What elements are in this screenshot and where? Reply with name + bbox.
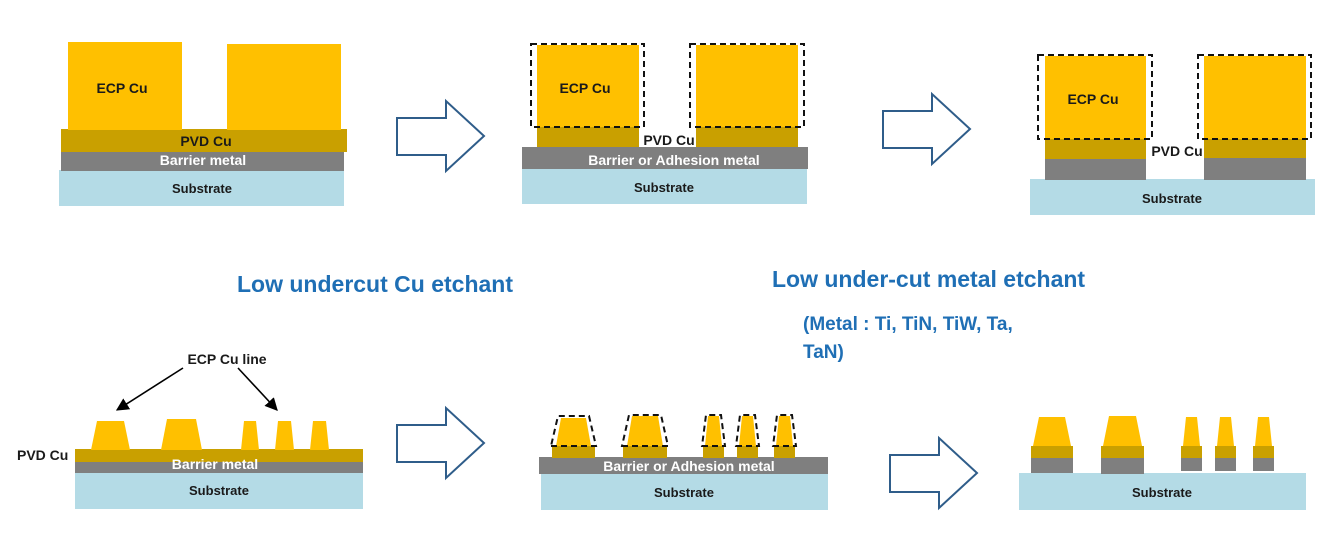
substrate-layer bbox=[522, 168, 807, 204]
ecp-cu-line bbox=[1255, 417, 1272, 446]
ecp-cu-line bbox=[627, 416, 663, 446]
process-arrow-right bbox=[396, 405, 486, 481]
ecp-cu-line bbox=[705, 416, 722, 446]
barrier-layer bbox=[522, 147, 808, 169]
cu-etchant-title: Low undercut Cu etchant bbox=[237, 271, 513, 297]
pvd-cu-segment bbox=[1101, 446, 1144, 458]
barrier-block bbox=[1253, 457, 1274, 471]
pvd-cu-segment-left bbox=[537, 126, 639, 147]
pvd-cu-label: PVD Cu bbox=[17, 447, 68, 463]
etched-outline-right bbox=[689, 43, 805, 128]
etched-outline-left bbox=[1037, 54, 1153, 140]
substrate-layer bbox=[1030, 179, 1315, 215]
substrate-label: Substrate bbox=[634, 180, 694, 195]
pvd-cu-segment bbox=[774, 446, 795, 458]
substrate-layer bbox=[1019, 473, 1306, 510]
pvd-cu-segment bbox=[552, 446, 595, 458]
pvd-cu-layer bbox=[75, 449, 363, 462]
ecp-cu-line bbox=[776, 416, 793, 446]
ecp-cu-block-right bbox=[1204, 56, 1306, 139]
ecp-cu-line bbox=[310, 421, 329, 450]
pvd-cu-segment-left bbox=[1045, 138, 1146, 159]
ecp-cu-line bbox=[1033, 417, 1071, 446]
ecp-cu-label: ECP Cu bbox=[1067, 91, 1118, 107]
barrier-metal-label: Barrier metal bbox=[172, 456, 258, 472]
etched-outline bbox=[549, 415, 598, 447]
barrier-block bbox=[1181, 457, 1202, 471]
pvd-cu-segment bbox=[1253, 446, 1274, 458]
substrate-label: Substrate bbox=[654, 485, 714, 500]
pvd-cu-segment-right bbox=[696, 126, 798, 147]
pvd-cu-segment bbox=[1031, 446, 1073, 458]
substrate-label: Substrate bbox=[172, 181, 232, 196]
metal-list-line1: (Metal : Ti, TiN, TiW, Ta, bbox=[803, 314, 1013, 335]
ecp-cu-line bbox=[739, 416, 756, 446]
barrier-block-left bbox=[1045, 158, 1146, 180]
ecp-cu-line bbox=[1217, 417, 1234, 446]
ecp-cu-line bbox=[241, 421, 259, 450]
top-step3-stack: ECP Cu PVD Cu Substrate bbox=[1030, 54, 1315, 215]
barrier-adhesion-label: Barrier or Adhesion metal bbox=[603, 458, 774, 474]
ecp-cu-block-left bbox=[68, 42, 182, 130]
pvd-cu-segment bbox=[737, 446, 758, 458]
ecp-cu-block-left bbox=[1045, 56, 1146, 139]
bottom-step1-stack: ECP Cu line PVD Cu Barrier metal Substra… bbox=[17, 351, 363, 509]
metal-list-line2: TaN) bbox=[803, 342, 844, 363]
pvd-cu-segment-right bbox=[1204, 138, 1306, 158]
barrier-layer bbox=[75, 461, 363, 473]
pvd-cu-segment bbox=[623, 446, 667, 458]
top-step2-stack: ECP Cu PVD Cu Barrier or Adhesion metal … bbox=[522, 43, 808, 204]
ecp-cu-label: ECP Cu bbox=[96, 80, 147, 96]
metal-etchant-title: Low under-cut metal etchant bbox=[772, 266, 1085, 292]
substrate-label: Substrate bbox=[189, 483, 249, 498]
ecp-cu-line bbox=[161, 419, 202, 450]
process-arrow-right bbox=[396, 98, 486, 174]
process-arrow-right bbox=[889, 435, 979, 511]
barrier-block-right bbox=[1204, 156, 1306, 180]
barrier-metal-label: Barrier metal bbox=[160, 152, 246, 168]
pvd-cu-label: PVD Cu bbox=[1151, 143, 1202, 159]
pvd-cu-segment bbox=[1181, 446, 1202, 458]
ecp-cu-block-left bbox=[537, 45, 639, 127]
substrate-label: Substrate bbox=[1132, 485, 1192, 500]
pointer-arrow bbox=[115, 367, 184, 411]
ecp-cu-block-right bbox=[696, 45, 798, 127]
barrier-adhesion-label: Barrier or Adhesion metal bbox=[588, 152, 759, 168]
pvd-cu-segment bbox=[1215, 446, 1236, 458]
pointer-arrow bbox=[237, 367, 278, 411]
ecp-cu-line bbox=[1183, 417, 1200, 446]
bottom-step3-stack: Substrate bbox=[1019, 416, 1306, 510]
bottom-step2-stack: Barrier or Adhesion metal Substrate bbox=[539, 414, 828, 510]
substrate-layer bbox=[59, 170, 344, 206]
barrier-block bbox=[1101, 457, 1144, 474]
etched-outline-left bbox=[530, 43, 645, 128]
barrier-layer bbox=[61, 151, 344, 171]
pvd-cu-layer bbox=[61, 129, 347, 152]
etched-outline bbox=[620, 414, 670, 447]
substrate-layer bbox=[541, 473, 828, 510]
etched-outline bbox=[771, 414, 798, 447]
substrate-label: Substrate bbox=[1142, 191, 1202, 206]
top-step1-stack: ECP Cu PVD Cu Barrier metal Substrate bbox=[59, 42, 347, 206]
barrier-layer bbox=[539, 457, 828, 474]
ecp-cu-block-right bbox=[227, 44, 341, 130]
pvd-cu-label: PVD Cu bbox=[643, 132, 694, 148]
ecp-cu-line bbox=[1103, 416, 1142, 446]
ecp-cu-label: ECP Cu bbox=[559, 80, 610, 96]
etched-outline bbox=[734, 414, 761, 447]
pvd-cu-label: PVD Cu bbox=[180, 133, 231, 149]
process-arrow-right bbox=[882, 91, 972, 167]
ecp-cu-line bbox=[91, 421, 130, 450]
substrate-layer bbox=[75, 472, 363, 509]
etched-outline bbox=[700, 414, 727, 447]
pvd-cu-segment bbox=[703, 446, 724, 458]
barrier-block bbox=[1031, 457, 1073, 473]
ecp-cu-line bbox=[556, 418, 591, 446]
ecp-cu-line bbox=[275, 421, 294, 450]
barrier-block bbox=[1215, 457, 1236, 471]
ecp-cu-line-label: ECP Cu line bbox=[187, 351, 266, 367]
etched-outline-right bbox=[1197, 54, 1312, 140]
